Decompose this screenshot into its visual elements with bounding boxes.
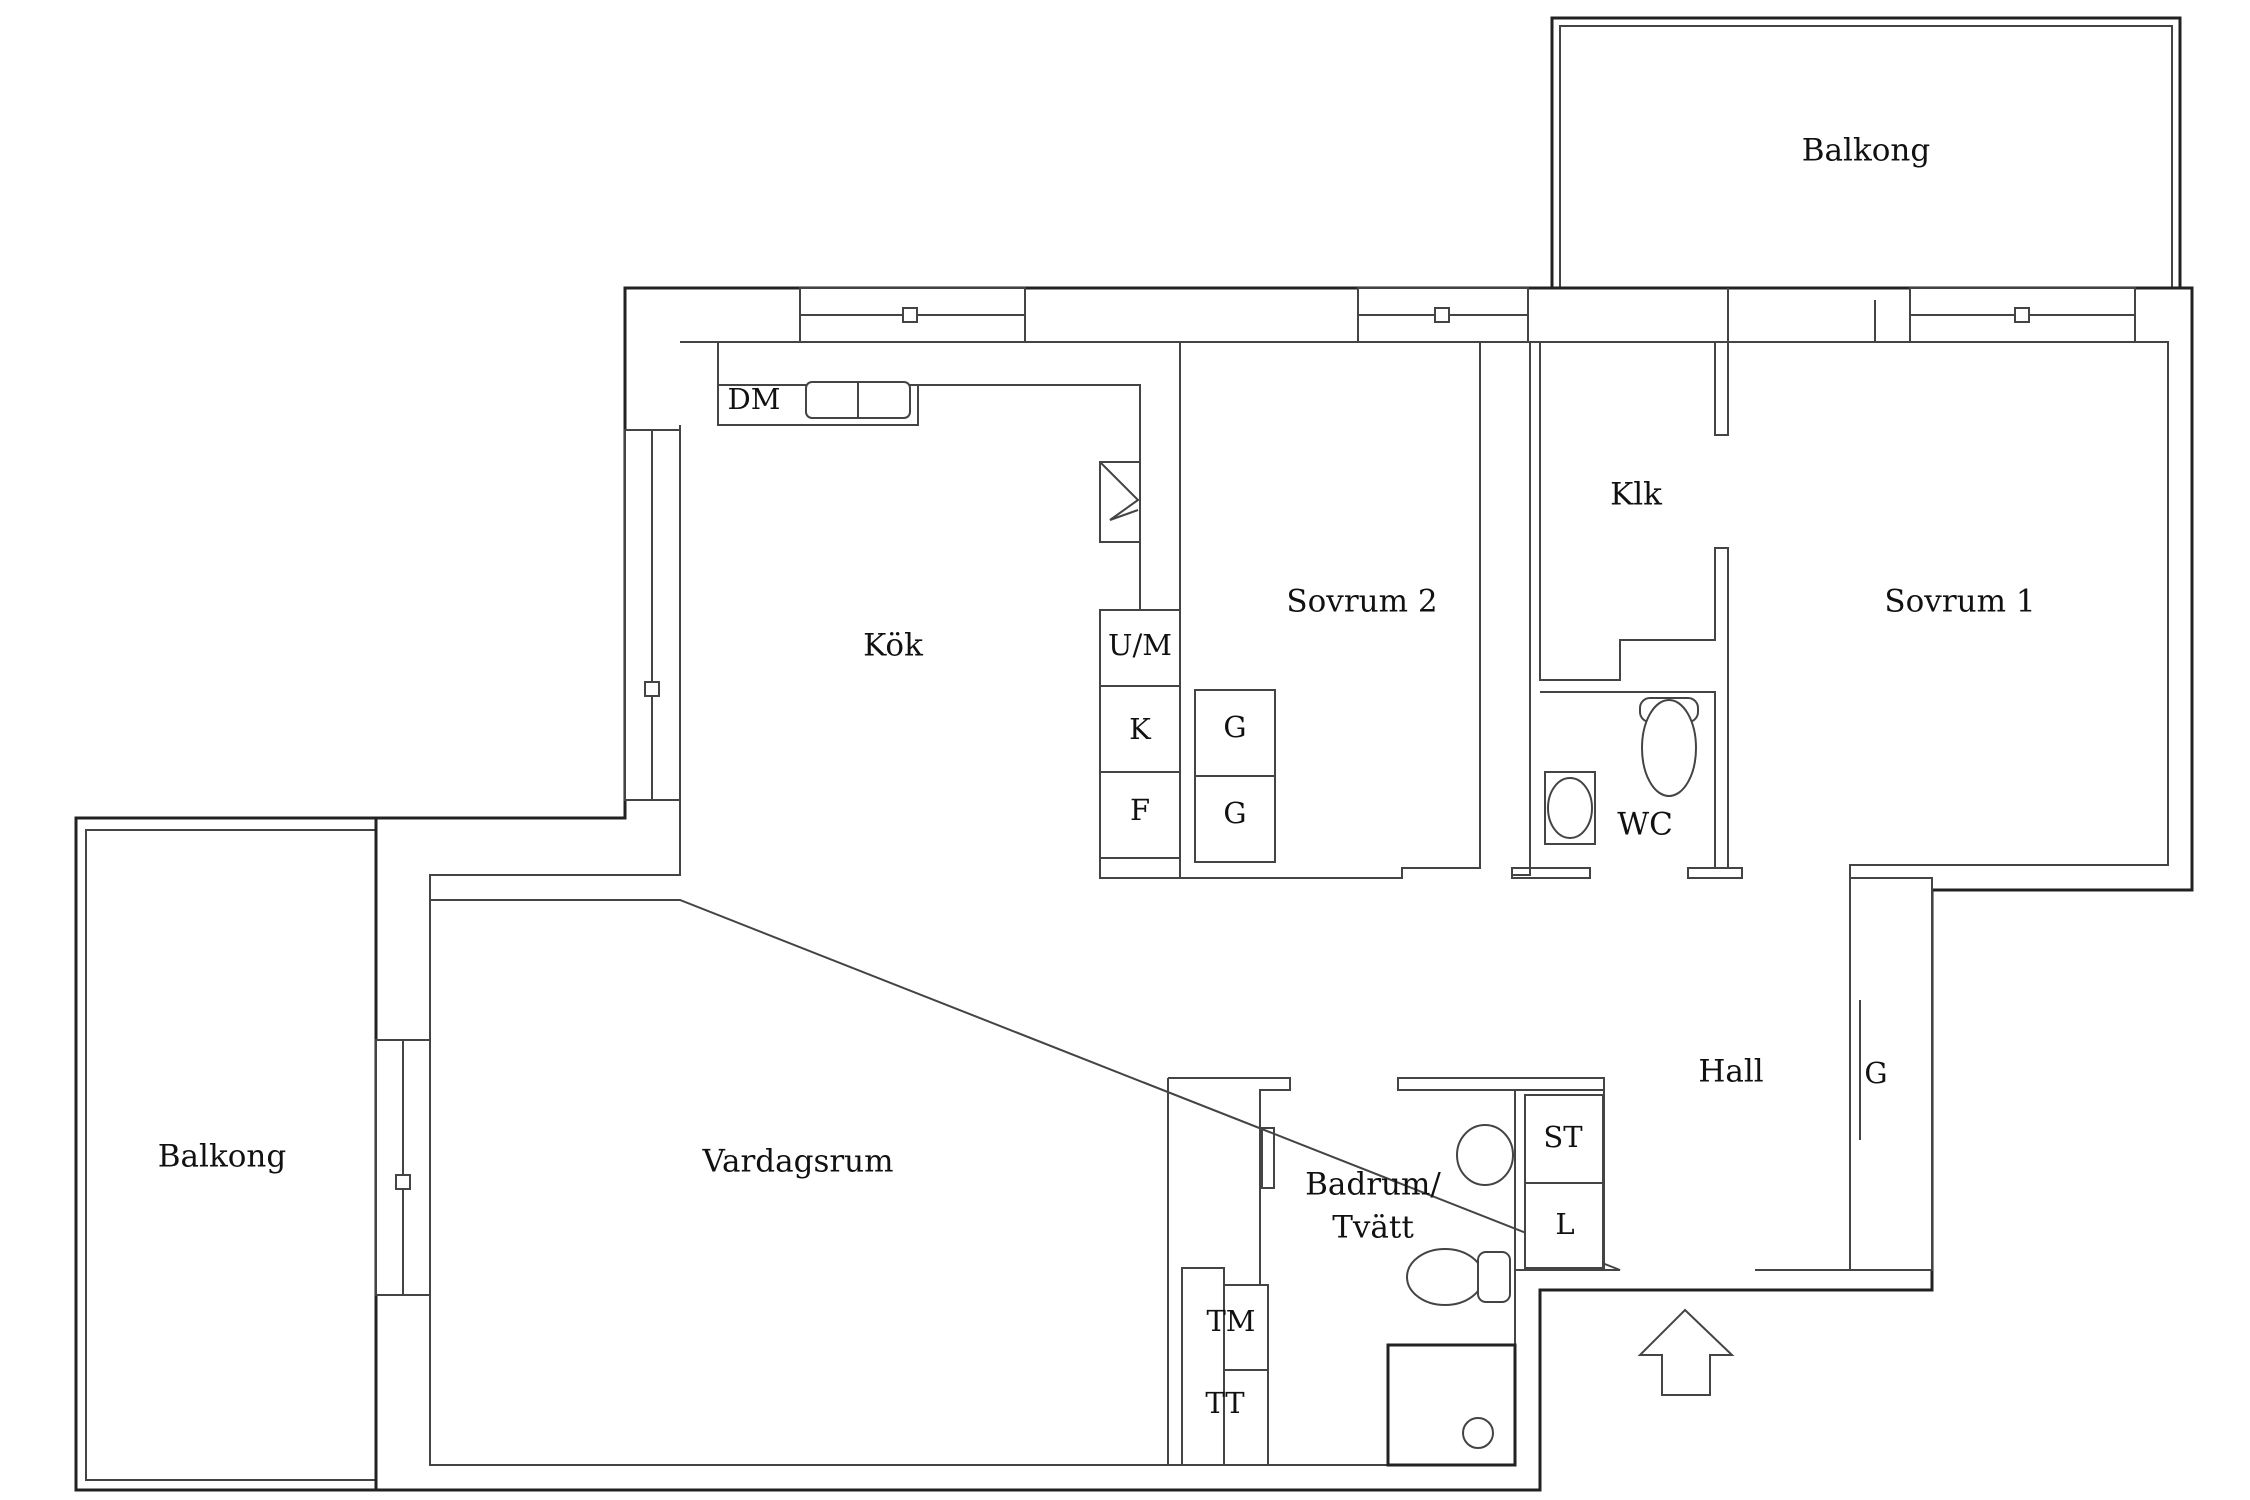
room-label-balkong-top: Balkong xyxy=(1802,133,1930,169)
room-label-kok: Kök xyxy=(863,628,923,664)
wardrobes-sovrum2 xyxy=(1194,689,1276,863)
room-label-sovrum2: Sovrum 2 xyxy=(1286,584,1437,620)
wardrobe-hall xyxy=(1849,877,1933,1271)
window-kitchen-left xyxy=(624,429,681,801)
fixture-label-k: K xyxy=(1129,712,1152,746)
room-label-wc: WC xyxy=(1617,807,1673,843)
interior-walls xyxy=(429,288,1876,1465)
fixture-label-st: ST xyxy=(1543,1120,1583,1154)
entrance-arrow-icon xyxy=(1637,1308,1735,1396)
fixture-label-um: U/M xyxy=(1108,628,1172,662)
fixture-label-tm: TM xyxy=(1206,1304,1255,1338)
room-label-badrum-line1: Badrum/ xyxy=(1305,1167,1441,1203)
windows-top xyxy=(799,287,2136,343)
room-label-vardagsrum: Vardagsrum xyxy=(701,1144,893,1180)
room-label-klk: Klk xyxy=(1610,477,1662,513)
room-label-sovrum1: Sovrum 1 xyxy=(1884,584,2035,620)
kitchen-counter xyxy=(717,341,1181,879)
fixture-label-g-sovrum2-a: G xyxy=(1223,710,1246,744)
room-label-hall: Hall xyxy=(1698,1054,1763,1090)
wc-fixtures xyxy=(1544,697,1699,845)
fixture-label-l: L xyxy=(1555,1207,1574,1241)
fixture-label-tt: TT xyxy=(1205,1386,1245,1420)
room-label-balkong-left: Balkong xyxy=(158,1139,286,1175)
outer-wall xyxy=(374,286,2194,1492)
fixture-label-g-sovrum2-b: G xyxy=(1223,796,1246,830)
window-living-left xyxy=(375,1039,431,1296)
fixture-label-f: F xyxy=(1130,793,1150,827)
fixture-label-g-hall: G xyxy=(1864,1056,1887,1090)
fixture-label-dm: DM xyxy=(728,382,781,416)
room-label-badrum-line2: Tvätt xyxy=(1332,1210,1414,1246)
bathroom-fixtures xyxy=(1181,1094,1604,1467)
